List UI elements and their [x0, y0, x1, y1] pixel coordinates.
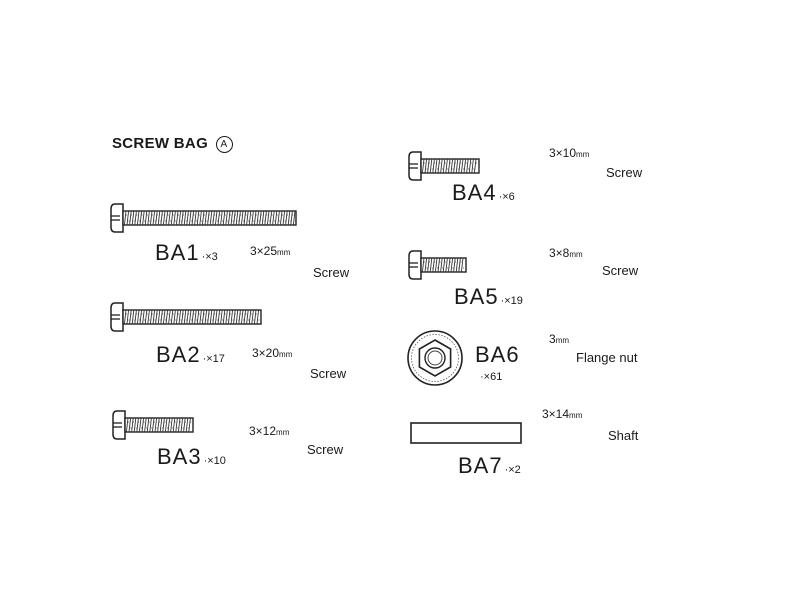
- ba5-desc: Screw: [602, 263, 639, 278]
- ba3-code: BA3: [157, 444, 202, 469]
- ba2-size-value: 3×20: [252, 346, 280, 360]
- ba3-size-unit: mm: [276, 428, 290, 437]
- ba7-qty: ·×2: [504, 464, 521, 476]
- ba2-size-unit: mm: [279, 350, 293, 359]
- ba1-size: 3×25mm: [250, 244, 290, 258]
- ba6-size-unit: mm: [555, 336, 570, 345]
- ba1-desc: Screw: [313, 265, 350, 280]
- ba1-qty: ·×3: [201, 251, 218, 263]
- screw-ba2-drawing: [110, 302, 262, 332]
- ba2-desc: Screw: [310, 366, 347, 381]
- ba4-size-unit: mm: [576, 150, 590, 159]
- flange-nut-ba6-drawing: [407, 330, 463, 386]
- ba5-qty: ·×19: [500, 295, 523, 307]
- ba4-desc: Screw: [606, 165, 643, 180]
- ba4-label: BA4·×6: [452, 180, 515, 206]
- ba5-size-unit: mm: [569, 250, 583, 259]
- bag-mark-circle: A: [215, 136, 233, 153]
- ba3-size-value: 3×12: [249, 424, 277, 438]
- ba1-label: BA1·×3: [155, 240, 218, 266]
- ba7-size: 3×14mm: [542, 407, 582, 421]
- ba6-qty: ·×61: [480, 371, 503, 383]
- ba3-size: 3×12mm: [249, 424, 289, 438]
- ba1-code: BA1: [155, 240, 200, 265]
- ba6-size-value: 3: [549, 332, 556, 346]
- ba5-code: BA5: [454, 284, 499, 309]
- ba7-desc: Shaft: [608, 428, 639, 443]
- ba6-code: BA6: [475, 342, 520, 367]
- ba4-size-value: 3×10: [549, 146, 577, 160]
- screw-ba1-drawing: [110, 203, 297, 233]
- ba3-qty: ·×10: [203, 455, 226, 467]
- ba4-qty: ·×6: [498, 191, 515, 203]
- ba7-label: BA7·×2: [458, 453, 521, 479]
- screw-bag-title: SCREW BAG A: [112, 135, 233, 153]
- screw-ba5-drawing: [408, 250, 467, 280]
- shaft-ba7-drawing: [410, 422, 522, 444]
- ba6-desc: Flange nut: [576, 350, 638, 365]
- ba2-qty: ·×17: [202, 353, 225, 365]
- ba7-size-value: 3×14: [542, 407, 570, 421]
- ba4-size: 3×10mm: [549, 146, 589, 160]
- ba2-size: 3×20mm: [252, 346, 292, 360]
- screw-ba3-drawing: [112, 410, 194, 440]
- ba5-size: 3×8mm: [549, 246, 583, 260]
- ba6-size: 3mm: [549, 332, 569, 346]
- ba2-code: BA2: [156, 342, 201, 367]
- ba1-size-value: 3×25: [250, 244, 278, 258]
- title-text: SCREW BAG: [112, 135, 209, 152]
- screw-ba4-drawing: [408, 151, 480, 181]
- ba7-code: BA7: [458, 453, 503, 478]
- ba3-desc: Screw: [307, 442, 344, 457]
- ba5-label: BA5·×19: [454, 284, 523, 310]
- ba7-size-unit: mm: [569, 411, 583, 420]
- ba5-size-value: 3×8: [549, 246, 570, 260]
- ba3-label: BA3·×10: [157, 444, 226, 470]
- ba2-label: BA2·×17: [156, 342, 225, 368]
- ba1-size-unit: mm: [277, 248, 291, 257]
- ba4-code: BA4: [452, 180, 497, 205]
